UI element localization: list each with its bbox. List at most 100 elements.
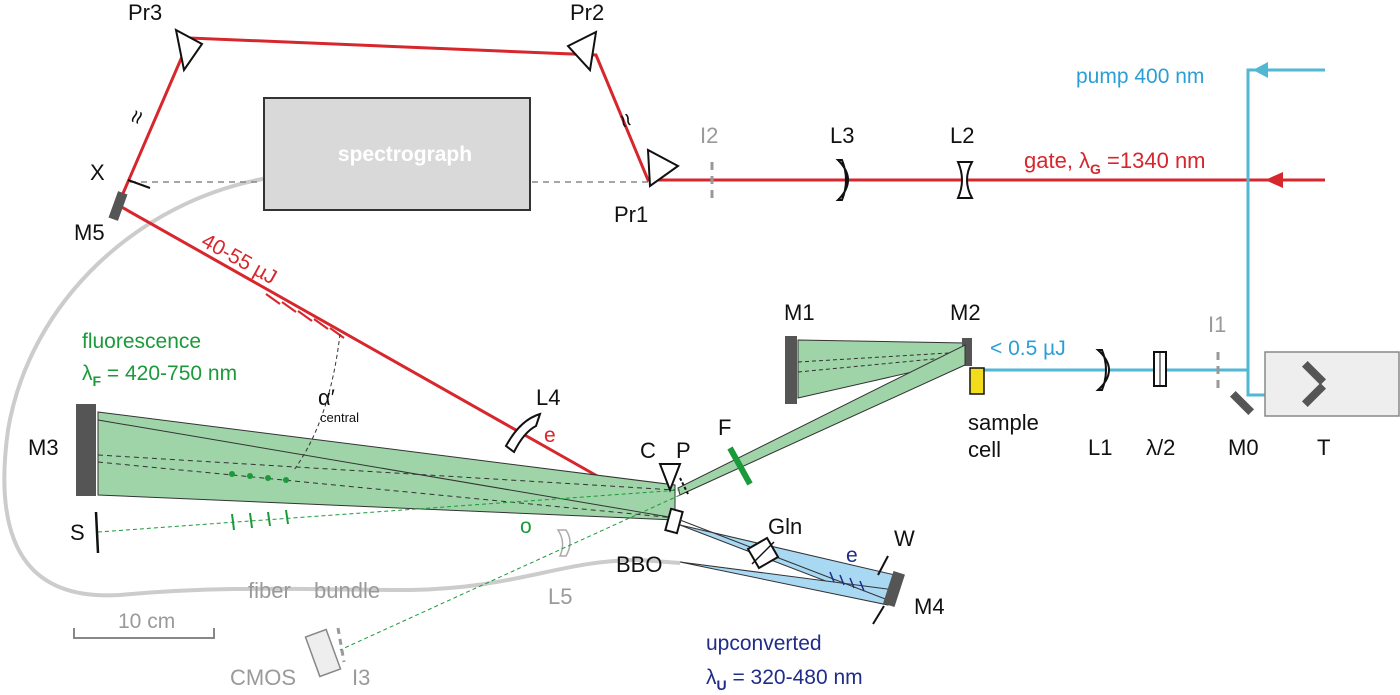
mirror-m1 <box>785 336 797 404</box>
retro-mirror-top <box>1301 360 1327 386</box>
label-f: F <box>718 415 731 440</box>
mirror-m4 <box>883 570 905 608</box>
label-gln: Gln <box>768 514 802 539</box>
pump-arrow <box>1253 62 1268 78</box>
mirror-m5 <box>108 191 128 221</box>
gate-beam <box>116 36 1325 522</box>
glan-diagonal <box>751 541 775 565</box>
label-t: T <box>1317 435 1330 460</box>
fiber-word: fiber <box>248 578 291 603</box>
upconv-ticks <box>829 571 865 592</box>
break-mark-left: ≈ <box>122 106 152 128</box>
label-o: o <box>520 515 532 538</box>
upconv-line-inner <box>679 519 894 603</box>
label-c: C <box>640 438 656 463</box>
label-m0: M0 <box>1228 435 1259 460</box>
label-cmos: CMOS <box>230 665 296 690</box>
pump-beam <box>1246 68 1325 397</box>
compensator-c <box>658 463 682 493</box>
fluor-range: = 420-750 nm <box>101 362 237 385</box>
scale-bar <box>73 628 215 639</box>
label-m1: M1 <box>784 300 815 325</box>
label-s: S <box>70 520 85 545</box>
label-bbo: BBO <box>616 552 662 577</box>
fluor-dash-2 <box>97 461 676 519</box>
bundle-word: bundle <box>314 578 380 603</box>
spectrograph-box <box>263 97 531 211</box>
prism-pr1 <box>646 148 680 188</box>
lens-l3 <box>835 159 849 201</box>
upconv-range-label: λU = 320-480 nm <box>706 666 863 693</box>
label-halfwave: λ/2 <box>1146 435 1175 460</box>
fluor-sub: F <box>93 373 102 389</box>
label-pr2: Pr2 <box>570 0 604 25</box>
pump-retro <box>980 368 1250 395</box>
alpha-arc <box>293 333 341 471</box>
label-l3: L3 <box>830 123 854 148</box>
label-l5: L5 <box>548 584 572 609</box>
label-alpha-sub: central <box>320 410 359 425</box>
upconv-range: = 320-480 nm <box>727 666 863 689</box>
spectrograph-label: spectrograph <box>338 143 472 166</box>
lens-l4 <box>504 412 542 454</box>
mirror-m0 <box>1229 390 1255 416</box>
gate-sub: G <box>1090 161 1101 177</box>
cmos-camera <box>304 628 342 678</box>
label-pr1: Pr1 <box>614 202 648 227</box>
upconv-lambda: λ <box>706 666 717 689</box>
fluor-title: fluorescence <box>82 330 201 353</box>
bbo-crystal <box>664 507 684 535</box>
upconv-sub: U <box>717 677 727 693</box>
fluor-range-label: λF = 420-750 nm <box>82 362 237 389</box>
pump-label: pump 400 nm <box>1076 65 1204 88</box>
fiber-bundle-path <box>2 176 681 598</box>
label-sample: sample <box>968 410 1039 435</box>
label-i1: I1 <box>1208 312 1226 337</box>
x-marker <box>127 179 151 189</box>
label-pr3: Pr3 <box>128 0 162 25</box>
label-m3: M3 <box>28 435 59 460</box>
fluor-dash-1 <box>97 454 676 491</box>
label-cell: cell <box>968 437 1001 462</box>
mirror-m3 <box>76 404 96 496</box>
label-e-gate: e <box>544 424 556 447</box>
window-w-lower <box>872 605 885 625</box>
fluor-dots <box>229 471 289 483</box>
prism-pr3 <box>174 28 204 73</box>
fluor-line-3 <box>97 419 676 519</box>
gate-suffix: =1340 nm <box>1101 148 1206 173</box>
label-l2: L2 <box>950 123 974 148</box>
gate-prefix: gate, λ <box>1024 148 1090 173</box>
green-ticks <box>231 509 289 531</box>
retro-mirror-bottom <box>1301 382 1327 408</box>
lens-l1 <box>1095 349 1110 391</box>
label-alpha: α′ <box>318 385 335 410</box>
label-p: P <box>676 438 691 463</box>
sample-cell <box>969 367 985 395</box>
polarizer-p <box>679 477 689 495</box>
label-l4: L4 <box>536 385 560 410</box>
gate-ticks <box>265 293 345 339</box>
upconv-title: upconverted <box>706 632 822 655</box>
window-w <box>877 555 889 576</box>
fluor-lambda: λ <box>82 362 93 385</box>
prism-pr2 <box>566 30 598 73</box>
label-e-up: e <box>846 544 858 567</box>
alpha-symbol: α′ <box>318 385 335 410</box>
filter-f <box>727 446 753 486</box>
lens-l5 <box>556 529 571 557</box>
gate-arrow <box>1265 172 1283 188</box>
iris-i3 <box>336 627 346 663</box>
label-m2: M2 <box>950 300 981 325</box>
label-m4: M4 <box>914 594 945 619</box>
screen-s <box>94 511 100 554</box>
scale-label: 10 cm <box>118 610 175 633</box>
delay-stage-t <box>1264 351 1400 417</box>
label-m5: M5 <box>74 220 105 245</box>
label-x: X <box>90 160 105 185</box>
label-i2: I2 <box>700 123 718 148</box>
gate-energy: 40-55 µJ <box>198 229 281 289</box>
mirror-m2 <box>962 338 972 366</box>
gate-label: gate, λG =1340 nm <box>1024 148 1206 177</box>
